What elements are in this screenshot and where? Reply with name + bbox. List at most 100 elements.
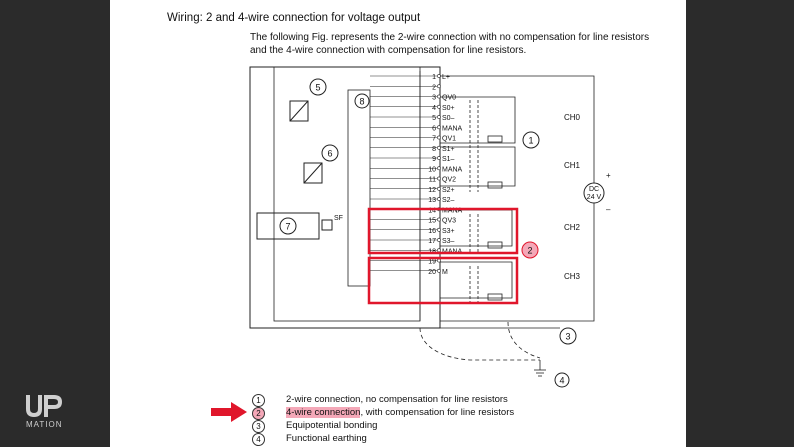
terminal-label: S3– <box>442 238 455 245</box>
terminal-number: 2 <box>432 84 436 91</box>
terminal-row: 10 MANA <box>370 166 463 173</box>
legend-text: 4-wire connection, with compensation for… <box>286 407 514 419</box>
callout-1: 1 <box>522 131 540 149</box>
ch2-highlight-box <box>367 207 519 255</box>
ch3-wiring <box>440 261 513 306</box>
terminal-number: 5 <box>432 115 436 122</box>
terminal-row: 4 S0+ <box>370 105 455 112</box>
terminal-label: S1– <box>442 156 455 163</box>
terminal-number: 7 <box>432 136 436 143</box>
terminal-label: M <box>442 269 448 276</box>
terminal-number: 19 <box>428 259 436 266</box>
terminal-row: 1 L+ <box>370 74 450 81</box>
terminal-row: 15 QV3 <box>370 218 456 225</box>
document-page <box>110 0 686 447</box>
svg-text:2: 2 <box>527 246 532 256</box>
svg-text:7: 7 <box>285 222 290 232</box>
legend-text: 2-wire connection, no compensation for l… <box>286 394 508 405</box>
terminal-number: 14 <box>428 207 436 214</box>
terminal-number: 9 <box>432 156 436 163</box>
terminal-row: 12 S2+ <box>370 187 455 194</box>
terminal-row: 2 <box>370 84 441 91</box>
legend-number: 1 <box>252 394 265 407</box>
terminal-number: 1 <box>432 74 436 81</box>
terminal-label: MANA <box>442 166 463 173</box>
terminal-label: S2+ <box>442 187 455 194</box>
callout-6: 6 <box>321 144 339 162</box>
terminal-number: 12 <box>428 187 436 194</box>
channel-block <box>347 89 371 287</box>
up-logo-icon: MATION <box>26 395 63 429</box>
svg-text:–: – <box>606 205 611 214</box>
callout-8: 8 <box>354 93 370 109</box>
terminal-number: 4 <box>432 105 436 112</box>
svg-text:+: + <box>606 171 611 180</box>
terminal-label: QV2 <box>442 177 456 184</box>
legend-number: 2 <box>252 407 265 420</box>
svg-text:3: 3 <box>565 332 570 342</box>
terminal-label: MANA <box>442 207 463 214</box>
isolator-block-5 <box>289 100 309 122</box>
callout-4: 4 <box>554 372 570 388</box>
sf-label: SF <box>334 215 343 222</box>
terminal-number: 15 <box>428 218 436 225</box>
svg-text:24 V: 24 V <box>587 194 602 201</box>
svg-text:4: 4 <box>559 376 564 386</box>
inner-bus <box>273 66 421 322</box>
svg-text:5: 5 <box>315 83 320 93</box>
svg-text:8: 8 <box>359 97 364 107</box>
ch0-wiring <box>440 96 516 150</box>
logo-text: MATION <box>26 420 63 429</box>
ch3-highlight-box <box>367 256 519 305</box>
terminal-label: L+ <box>442 74 450 81</box>
legend-number: 4 <box>252 433 265 446</box>
sf-led-icon <box>321 219 333 231</box>
terminal-number: 20 <box>428 269 436 276</box>
callout-7: 7 <box>279 217 297 235</box>
terminal-number: 3 <box>432 95 436 102</box>
legend-number: 3 <box>252 420 265 433</box>
channel-label-ch2: CH2 <box>564 223 581 232</box>
terminal-number: 17 <box>428 238 436 245</box>
terminal-row: 7 QV1 <box>370 136 456 143</box>
intro-line-2: and the 4-wire connection with compensat… <box>250 45 527 56</box>
terminal-row: 3 QV0 <box>370 95 456 102</box>
legend-text: Equipotential bonding <box>286 420 378 431</box>
power-bus <box>440 75 595 322</box>
red-arrow-icon <box>211 402 247 422</box>
terminal-row: 17 S3– <box>370 238 455 245</box>
terminal-label: QV3 <box>442 218 456 225</box>
terminal-number: 10 <box>428 166 436 173</box>
intro-line-1: The following Fig. represents the 2-wire… <box>250 32 650 43</box>
callout-5: 5 <box>309 78 327 96</box>
terminal-label: QV1 <box>442 136 456 143</box>
ch1-wiring <box>440 146 516 192</box>
terminal-label: MANA <box>442 125 463 132</box>
svg-text:1: 1 <box>528 136 533 146</box>
module-outline <box>249 66 441 329</box>
legend-text: Functional earthing <box>286 433 367 444</box>
page-title: Wiring: 2 and 4-wire connection for volt… <box>167 12 421 24</box>
terminal-row: 9 S1– <box>370 156 455 163</box>
dc-supply: DC 24 V + – <box>583 171 611 214</box>
terminal-label: S0+ <box>442 105 455 112</box>
earth-icon <box>534 360 546 377</box>
functional-earth-line <box>419 327 540 361</box>
callout-2: 2 <box>521 241 539 259</box>
processor-block-7 <box>256 212 320 240</box>
channel-label-ch1: CH1 <box>564 161 581 170</box>
terminal-label: S2– <box>442 197 455 204</box>
isolator-block-6 <box>303 162 323 184</box>
terminal-label: QV0 <box>442 95 456 102</box>
terminal-label: S1+ <box>442 146 455 153</box>
svg-text:DC: DC <box>589 186 599 193</box>
terminal-row: 19 <box>370 259 441 266</box>
